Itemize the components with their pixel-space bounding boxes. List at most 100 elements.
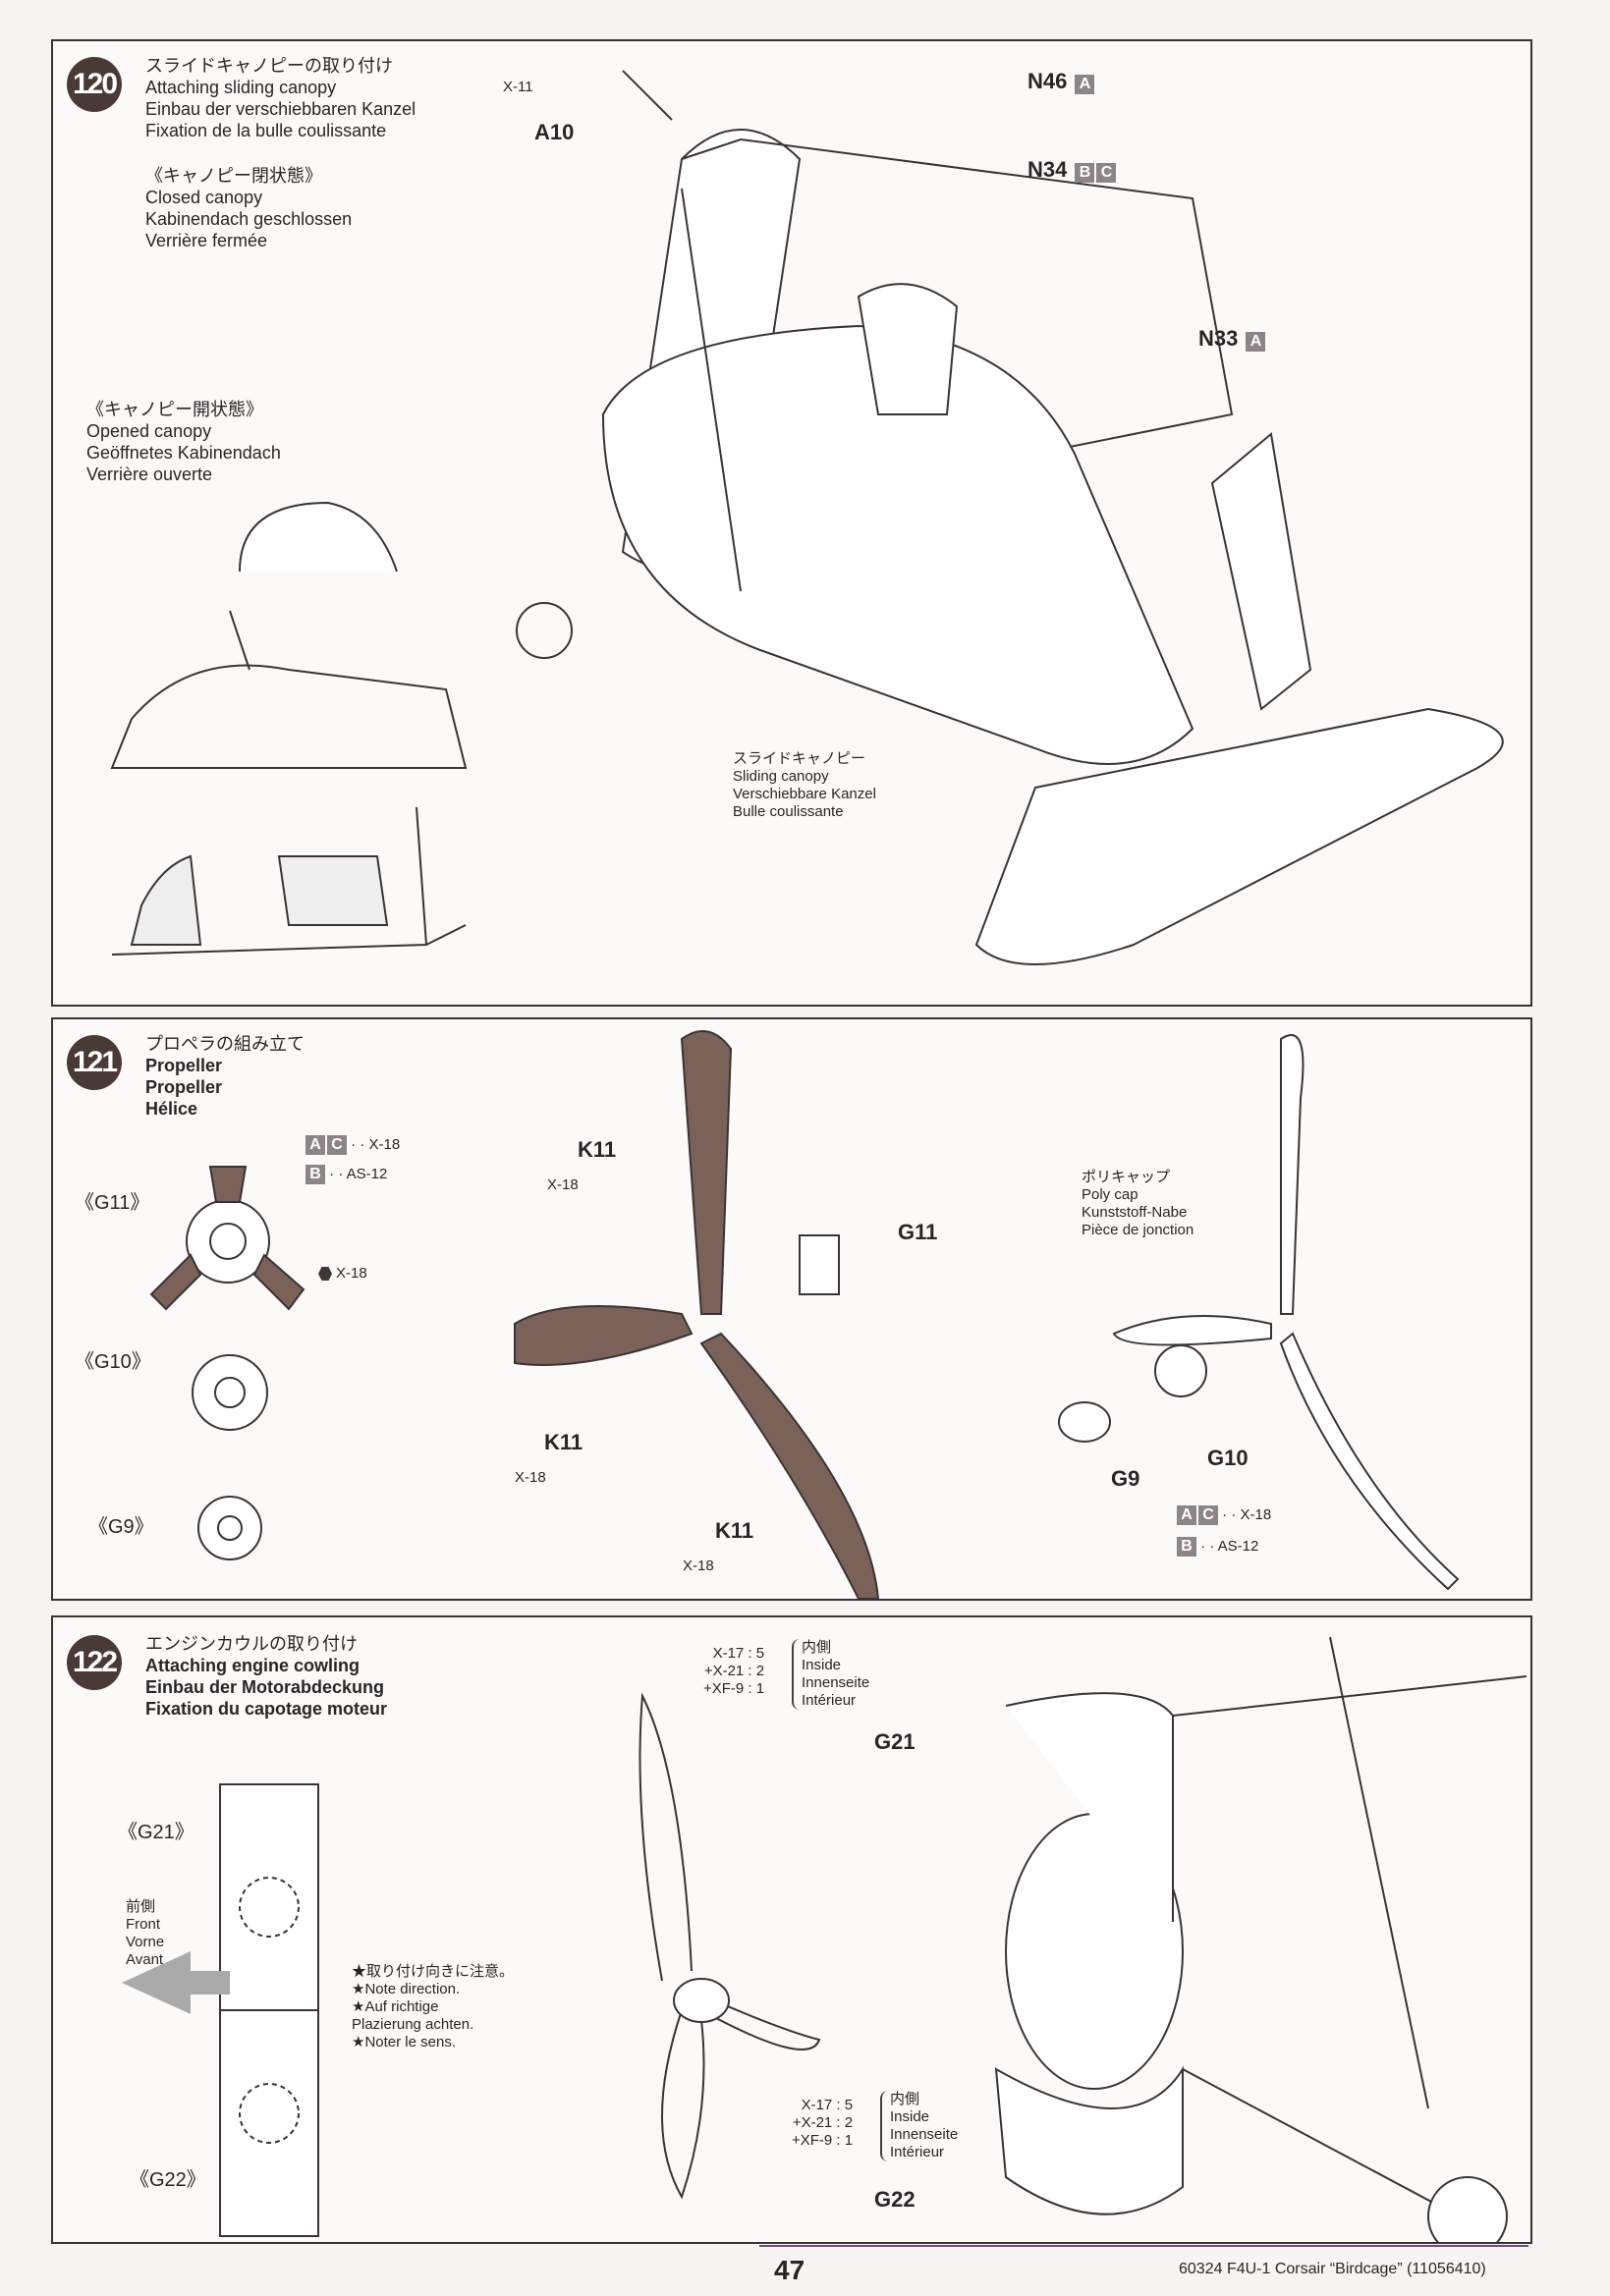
step-title: プロペラの組み立て Propeller Propeller Hélice [145,1033,305,1120]
mix-xf9: +XF-9 : 1 [703,1680,765,1697]
parts-box: A [1177,1505,1196,1525]
sliding-de: Verschiebbare Kanzel [733,786,876,802]
opened-de: Geöffnetes Kabinendach [86,443,281,463]
propeller-blade [699,1332,880,1599]
title-en: Propeller [145,1056,223,1075]
step-title: エンジンカウルの取り付け Attaching engine cowling Ei… [145,1633,387,1720]
polycap-jp: ポリキャップ [1082,1169,1171,1185]
step-number-badge: 120 [67,57,122,112]
part-a10: A10 [534,120,575,144]
inside-de: Innenseite [802,1674,870,1691]
k11-paint: X-18 [683,1558,714,1574]
title-jp: プロペラの組み立て [145,1034,305,1054]
page-number: 47 [774,2255,805,2285]
k11-label: K11 [715,1518,754,1543]
title-fr: Hélice [145,1099,198,1119]
g10-label: 《G10》 [75,1351,151,1373]
inside-fr: Intérieur [802,1692,857,1709]
inside-caption-bottom: 内側 Inside Innenseite Intérieur [880,2091,958,2161]
sliding-fr: Bulle coulissante [733,803,844,820]
title-jp: スライドキャノピーの取り付け [145,56,393,76]
inside-fr: Intérieur [890,2144,945,2160]
mix-x17: X-17 : 5 [801,2097,854,2113]
propeller-blade [680,1030,733,1315]
note-jp: ★取り付け向きに注意。 [352,1963,515,1980]
k11-paint: X-18 [547,1176,579,1193]
closed-de: Kabinendach geschlossen [145,209,353,229]
canopy-assembly-drawing [110,70,1504,965]
step-number-badge: 121 [67,1035,122,1090]
front-fr: Avant [126,1951,164,1968]
propeller-assembly-drawing [149,1030,1460,1599]
inside-en: Inside [890,2108,930,2125]
paint-callout-b: B · · AS-12 [304,1165,387,1184]
polycap-en: Poly cap [1082,1186,1138,1203]
g21-view-label: 《G21》 [118,1822,194,1843]
note-en: ★Note direction. [352,1981,461,1997]
product-id: 60324 F4U-1 Corsair “Birdcage” (11056410… [1179,2261,1486,2277]
front-caption: 前側 Front Vorne Avant [126,1898,164,1969]
opened-canopy-caption: 《キャノピー開状態》 Opened canopy Geöffnetes Kabi… [86,399,281,485]
step-title: スライドキャノピーの取り付け Attaching sliding canopy … [145,55,416,141]
paint-drop-icon [318,1267,332,1282]
mix-xf9: +XF-9 : 1 [792,2132,854,2149]
sliding-canopy-caption: スライドキャノピー Sliding canopy Verschiebbare K… [733,750,876,821]
k11-paint: X-18 [515,1469,546,1486]
step-121-panel: 121 プロペラの組み立て Propeller Propeller Hélice… [51,1017,1532,1601]
note-direction: ★取り付け向きに注意。 ★Note direction. ★Auf richti… [352,1963,514,2051]
inside-jp: 内側 [890,2091,920,2107]
title-fr: Fixation du capotage moteur [145,1699,388,1719]
inside-caption-top: 内側 Inside Innenseite Intérieur [792,1639,869,1710]
front-de: Vorne [126,1934,165,1950]
parts-box: C [1198,1505,1218,1525]
closed-fr: Verrière fermée [145,231,268,250]
paint-mix-top: X-17 : 5 +X-21 : 2 +XF-9 : 1 [703,1645,764,1698]
front-en: Front [126,1916,161,1933]
g21-part-label: G21 [874,1729,916,1754]
paint-x18: · · X-18 [1222,1506,1272,1523]
inside-en: Inside [802,1657,842,1673]
g22-view-label: 《G22》 [130,2169,206,2191]
part-n34: N34 [1027,157,1068,182]
title-de: Propeller [145,1077,223,1097]
polycap-de: Kunststoff-Nabe [1082,1204,1188,1221]
g9-label: 《G9》 [88,1516,154,1538]
part-n33-label: N33 A [1198,326,1266,352]
paint-as12: · · AS-12 [1200,1538,1259,1555]
mix-x17: X-17 : 5 [712,1645,765,1662]
g11-label: 《G11》 [75,1192,150,1214]
g11-part-label: G11 [898,1220,938,1244]
g11-paint: X-18 [318,1265,367,1282]
sliding-en: Sliding canopy [733,768,829,785]
step-122-panel: 122 エンジンカウルの取り付け Attaching engine cowlin… [51,1615,1532,2244]
title-en: Attaching sliding canopy [145,78,337,97]
polycap-fr: Pièce de jonction [1082,1222,1194,1238]
parts-box: A [1246,332,1266,352]
note-de: ★Auf richtige [352,1998,439,2015]
parts-box: A [305,1135,325,1155]
inside-de: Innenseite [890,2126,959,2143]
title-en: Attaching engine cowling [145,1656,361,1675]
paint-as12: · · AS-12 [329,1166,388,1182]
mix-x21: +X-21 : 2 [703,1663,765,1679]
paint-callout-b: B · · AS-12 [1175,1537,1258,1557]
paint-x11: X-11 [503,79,533,95]
title-de: Einbau der Motorabdeckung [145,1677,385,1697]
front-jp: 前側 [126,1898,156,1915]
parts-box: B [1075,163,1095,183]
title-jp: エンジンカウルの取り付け [145,1634,358,1654]
g22-part-label: G22 [874,2187,916,2212]
cowling-assembly-drawing [122,1636,1527,2242]
parts-box: B [1177,1537,1196,1557]
paint-mix-bottom: X-17 : 5 +X-21 : 2 +XF-9 : 1 [792,2097,853,2150]
sliding-jp: スライドキャノピー [733,750,866,767]
inside-jp: 内側 [802,1639,832,1656]
opened-en: Opened canopy [86,421,212,441]
k11-label: K11 [578,1137,617,1162]
opened-fr: Verrière ouverte [86,465,213,484]
g10-part-label: G10 [1207,1446,1249,1470]
step-number-badge: 122 [67,1635,122,1690]
